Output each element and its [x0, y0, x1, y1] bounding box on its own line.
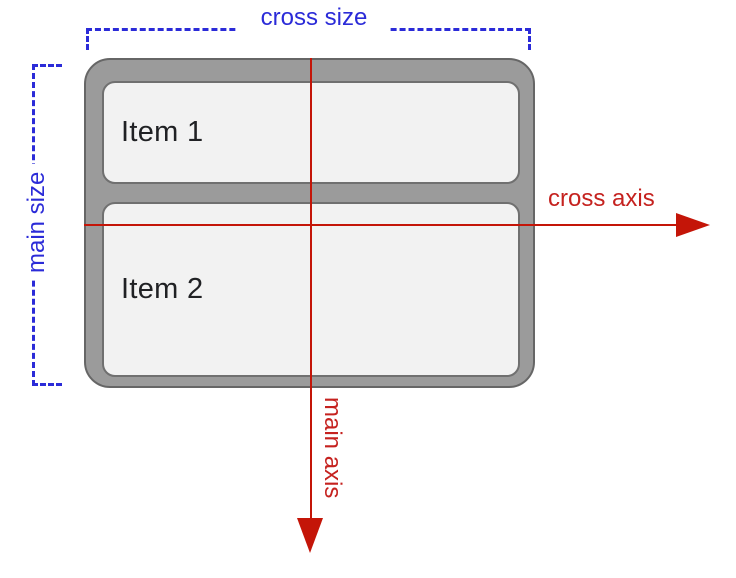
flex-container: Item 1 Item 2: [84, 58, 535, 388]
cross-axis-arrowhead-icon: [676, 213, 710, 237]
main-axis-label: main axis: [319, 397, 346, 499]
main-size-label: main size: [22, 164, 52, 280]
cross-axis-label: cross axis: [548, 185, 655, 212]
flex-item-1-label: Item 1: [121, 116, 204, 148]
flex-item-2-label: Item 2: [121, 273, 204, 305]
cross-size-label: cross size: [238, 4, 390, 32]
main-axis-arrowhead-icon: [297, 518, 323, 553]
cross-axis-line: [84, 224, 677, 226]
main-axis-line: [310, 58, 312, 520]
